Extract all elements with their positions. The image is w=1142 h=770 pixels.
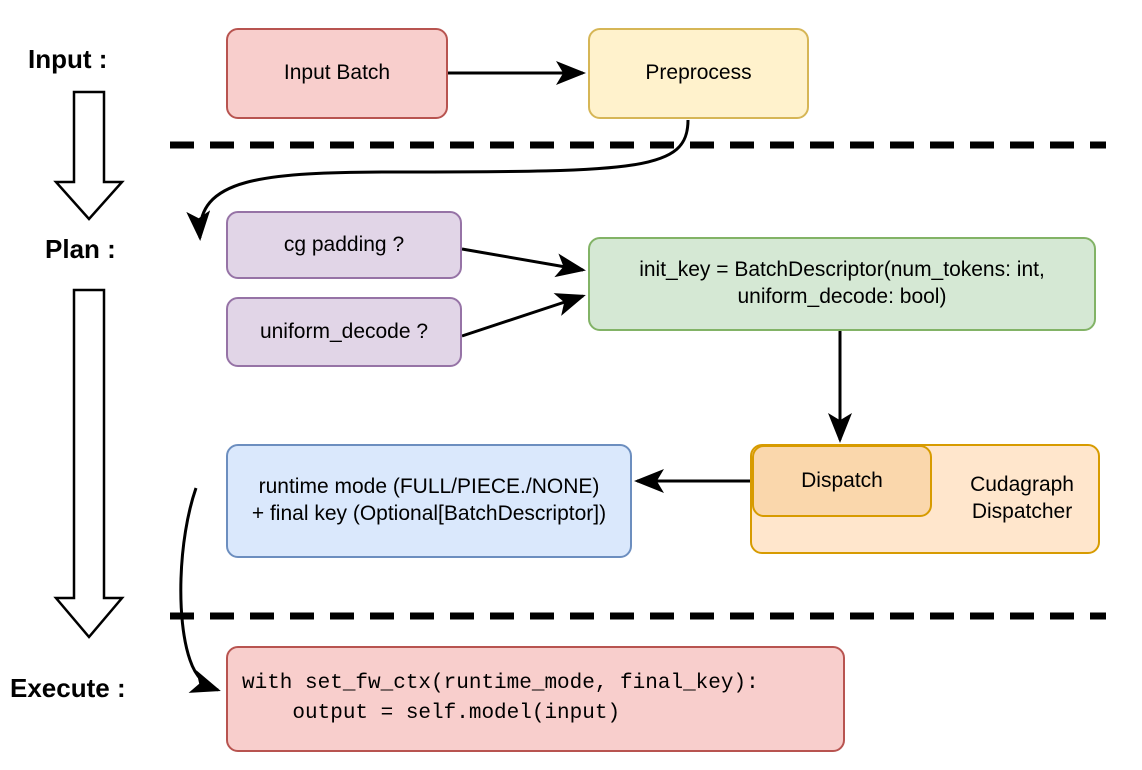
node-input-batch[interactable]: Input Batch xyxy=(226,28,448,119)
node-dispatch[interactable]: Dispatch xyxy=(752,445,932,517)
connector-runtime-mode-to-execute-code xyxy=(179,487,221,693)
node-runtime-mode[interactable]: runtime mode (FULL/PIECE./NONE) + final … xyxy=(226,444,632,558)
connector-uniform-decode-to-init-key xyxy=(461,293,586,338)
node-init-key[interactable]: init_key = BatchDescriptor(num_tokens: i… xyxy=(588,237,1096,331)
stage-label-plan: Plan : xyxy=(45,234,116,264)
stage-label-execute: Execute : xyxy=(10,673,126,703)
node-preprocess[interactable]: Preprocess xyxy=(588,28,809,119)
stage-arrow-plan-to-execute xyxy=(53,288,125,639)
node-execute-code[interactable]: with set_fw_ctx(runtime_mode, final_key)… xyxy=(226,646,845,752)
node-uniform-decode[interactable]: uniform_decode ? xyxy=(226,297,462,367)
stage-label-input: Input : xyxy=(28,44,108,74)
stage-arrow-input-to-plan xyxy=(53,90,125,221)
node-cg-padding[interactable]: cg padding ? xyxy=(226,211,462,279)
connector-cg-padding-to-init-key xyxy=(461,247,586,278)
